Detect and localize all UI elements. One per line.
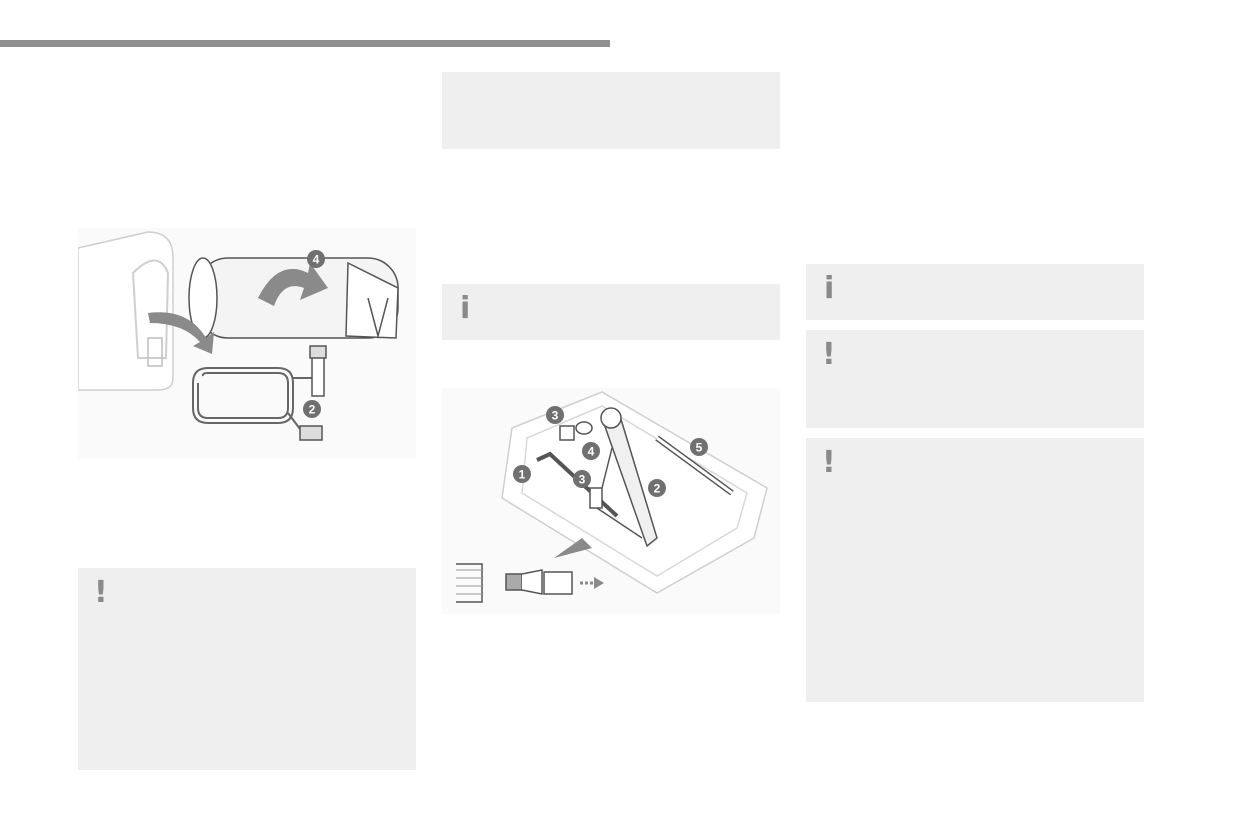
toolkit-illustration: 3 4 3 1 2 5 bbox=[456, 391, 768, 603]
callout-2-label: 2 bbox=[309, 403, 316, 417]
callout-3-top-label: 3 bbox=[552, 409, 559, 423]
callout-5-label: 5 bbox=[696, 441, 703, 455]
callout-2-label: 2 bbox=[654, 482, 661, 496]
toolkit-figure: 3 4 3 1 2 5 bbox=[442, 388, 780, 614]
callout-badge-4: 4 bbox=[307, 250, 325, 268]
callout-badge-2: 2 bbox=[303, 400, 321, 418]
callout-4-label: 4 bbox=[313, 253, 320, 267]
info-box-right: i bbox=[806, 264, 1144, 320]
callout-3-bottom-label: 3 bbox=[579, 473, 586, 487]
warning-box-left: ! bbox=[78, 568, 416, 770]
callout-4-label: 4 bbox=[588, 445, 595, 459]
warning-box-right-top: ! bbox=[806, 330, 1144, 428]
warning-icon: ! bbox=[94, 575, 108, 610]
section-header-bar bbox=[0, 40, 610, 47]
info-icon: i bbox=[824, 271, 835, 306]
warning-box-right-bottom: ! bbox=[806, 438, 1144, 702]
callout-1-label: 1 bbox=[519, 468, 526, 482]
compressor-illustration: 4 2 bbox=[77, 231, 399, 441]
info-box-middle: i bbox=[442, 284, 780, 340]
callout-badge-3-bottom: 3 bbox=[573, 470, 591, 488]
compressor-figure: 4 2 bbox=[77, 228, 416, 458]
callout-badge-3-top: 3 bbox=[546, 406, 564, 424]
callout-badge-4: 4 bbox=[582, 442, 600, 460]
callout-badge-1: 1 bbox=[513, 465, 531, 483]
callout-badge-5: 5 bbox=[690, 438, 708, 456]
callout-badge-2: 2 bbox=[648, 479, 666, 497]
info-icon: i bbox=[460, 291, 471, 326]
warning-icon: ! bbox=[822, 337, 836, 372]
note-box-top bbox=[442, 72, 780, 149]
warning-icon: ! bbox=[822, 445, 836, 480]
